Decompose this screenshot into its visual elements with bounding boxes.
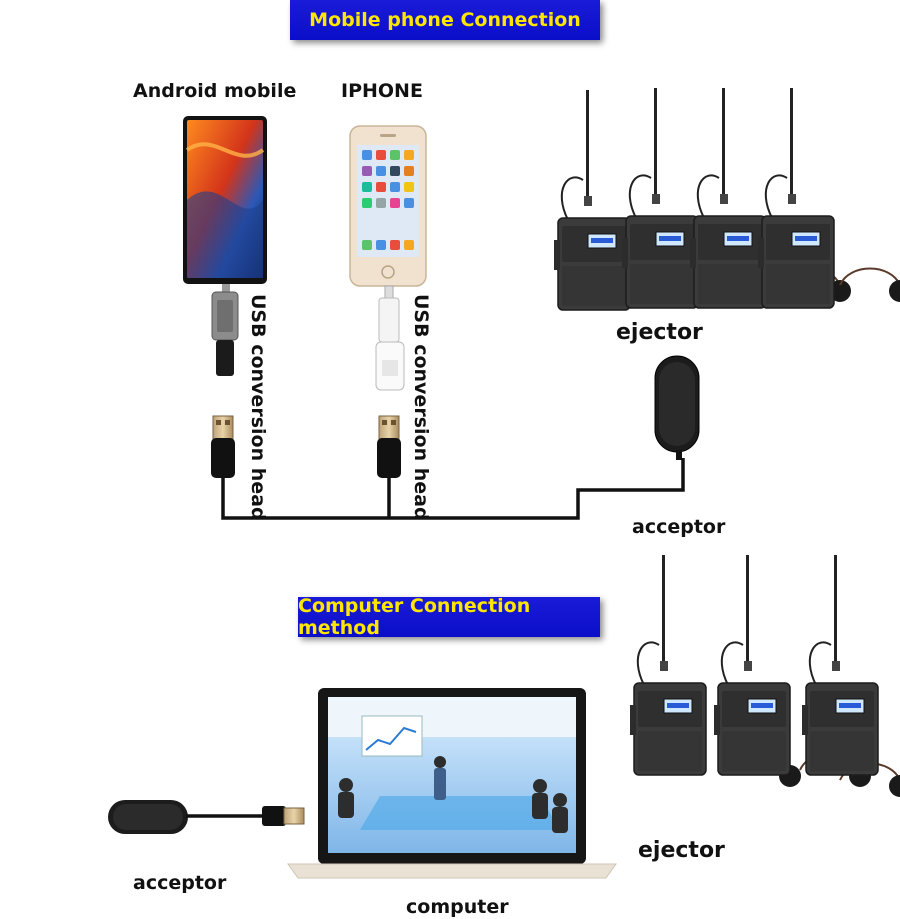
mobile-connection-banner: Mobile phone Connection [290,0,600,40]
usb-plug-left [211,415,235,478]
acceptor-label-bottom: acceptor [133,872,227,894]
ejector-transmitters-bottom [629,554,900,798]
ejector-label-top: ejector [616,320,703,345]
android-usb-adapter [211,284,239,376]
computer-connection-banner: Computer Connection method [298,595,600,639]
ejector-label-bottom: ejector [638,838,725,863]
ejector-transmitters-top [553,87,900,311]
usb-conversion-head-right-label: USB conversion head [410,294,432,521]
iphone-usb-adapter [375,285,405,391]
acceptor-dongle-bottom [108,800,305,834]
iphone-label: IPHONE [341,80,423,102]
iphone-image [349,125,427,287]
acceptor-label-top: acceptor [632,516,726,538]
laptop-computer-image [287,688,617,879]
top-cable-network [221,458,685,520]
acceptor-dongle-top [654,355,700,460]
android-mobile-label: Android mobile [133,80,297,102]
usb-plug-right [377,415,401,478]
computer-label: computer [406,896,509,918]
android-phone-image [183,116,267,284]
usb-conversion-head-left-label: USB conversion head [247,294,269,521]
